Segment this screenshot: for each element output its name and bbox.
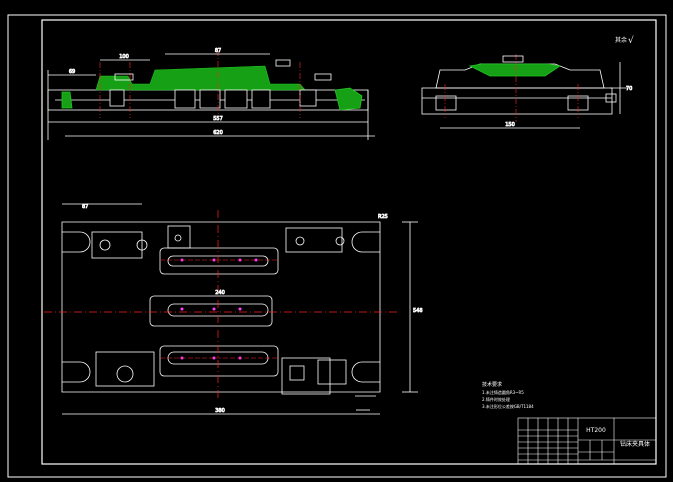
dim-front-overall: 620	[213, 130, 223, 136]
roughness-prefix: 其余	[615, 36, 627, 44]
dim-side-width: 150	[505, 122, 515, 128]
title-part-name: 钻床夹具体	[620, 440, 650, 448]
tech-heading: 技术要求	[482, 381, 502, 388]
dim-front-top: 87	[215, 48, 221, 54]
tech-line: 2.铸件时效处理	[482, 396, 510, 402]
side-view: 150 70	[421, 54, 633, 129]
roughness-mark: √	[628, 35, 634, 46]
front-section-view: 557 620 87 100 69	[47, 48, 375, 140]
plan-view: 380 548 87 R25 240	[44, 203, 423, 415]
dim-plan-mid: 240	[215, 290, 225, 296]
dim-front-inner: 557	[213, 116, 223, 122]
inner-frame	[41, 19, 657, 465]
dim-plan-right: R25	[378, 214, 388, 220]
dim-plan-left: 87	[82, 204, 88, 210]
dim-front-left-small: 69	[69, 69, 75, 75]
dim-plan-height: 548	[413, 308, 423, 314]
dim-side-height: 70	[626, 86, 632, 92]
tech-line: 3.未注形位公差按GB/T1184	[482, 403, 534, 409]
tech-line: 1.未注铸造圆角R3~R5	[482, 389, 524, 395]
roughness-symbol: 其余 √	[615, 35, 634, 46]
technical-requirements: 技术要求 1.未注铸造圆角R3~R5 2.铸件时效处理 3.未注形位公差按GB/…	[482, 381, 534, 409]
dim-front-left: 100	[119, 54, 129, 60]
title-material: HT200	[586, 427, 606, 434]
dim-plan-width: 380	[215, 408, 225, 414]
title-block: HT200 钻床夹具体	[517, 417, 657, 465]
outer-frame	[7, 14, 667, 478]
